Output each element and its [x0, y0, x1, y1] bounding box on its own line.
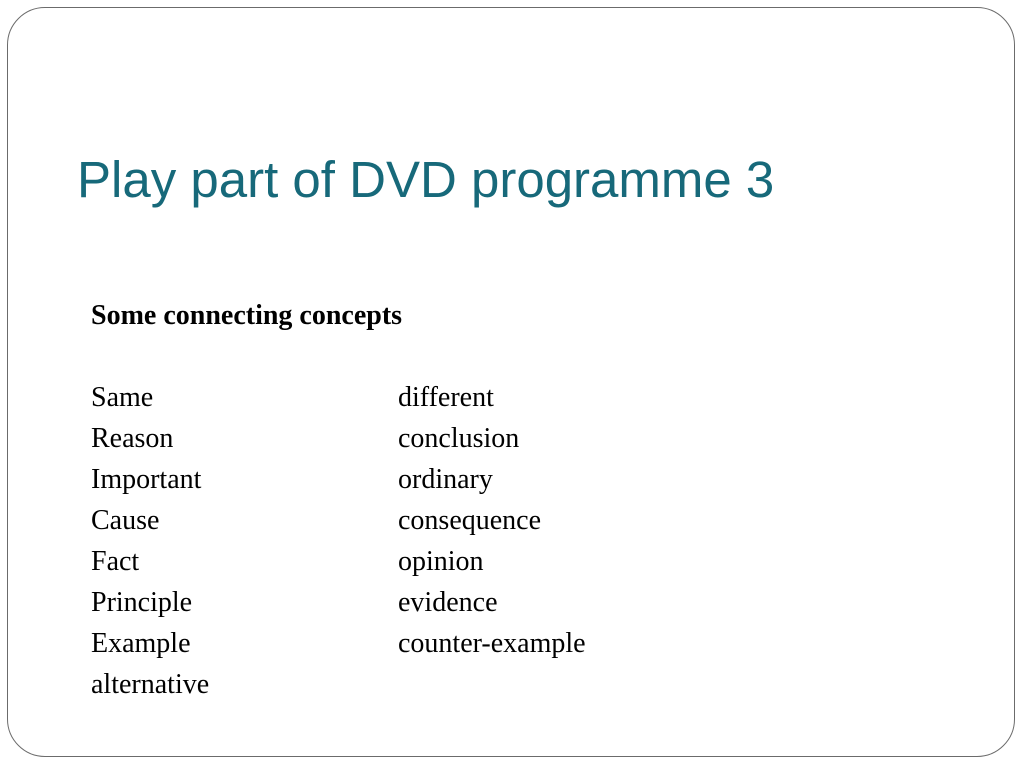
concept-pair: Fact opinion — [91, 541, 484, 582]
slide-frame — [7, 7, 1015, 757]
concept-right: conclusion — [398, 423, 520, 454]
concept-pair: alternative — [91, 664, 402, 705]
concept-right: consequence — [398, 505, 542, 536]
concept-left: Reason — [91, 423, 174, 454]
concept-pair: Same different — [91, 377, 494, 418]
concept-right: opinion — [398, 546, 484, 577]
concept-left: Principle — [91, 587, 193, 618]
concept-list: Some connecting concepts Same different … — [91, 295, 586, 705]
concept-pair: Cause consequence — [91, 500, 541, 541]
concept-pair: Principle evidence — [91, 582, 498, 623]
concept-left: Cause — [91, 505, 160, 536]
concept-left: Same — [91, 382, 154, 413]
concept-pair: Reason conclusion — [91, 418, 519, 459]
concept-left: alternative — [91, 669, 210, 700]
slide-title: Play part of DVD programme 3 — [77, 151, 775, 208]
blank-line — [91, 336, 402, 377]
concept-right: counter-example — [398, 628, 586, 659]
concept-right: ordinary — [398, 464, 493, 495]
concept-pair: Example counter-example — [91, 623, 586, 664]
concept-left: Example — [91, 628, 191, 659]
concept-right: evidence — [398, 587, 498, 618]
concept-left: Important — [91, 464, 202, 495]
concept-pair: Important ordinary — [91, 459, 493, 500]
concepts-heading: Some connecting concepts — [91, 300, 403, 331]
concept-left: Fact — [91, 546, 140, 577]
concept-right: different — [398, 382, 494, 413]
